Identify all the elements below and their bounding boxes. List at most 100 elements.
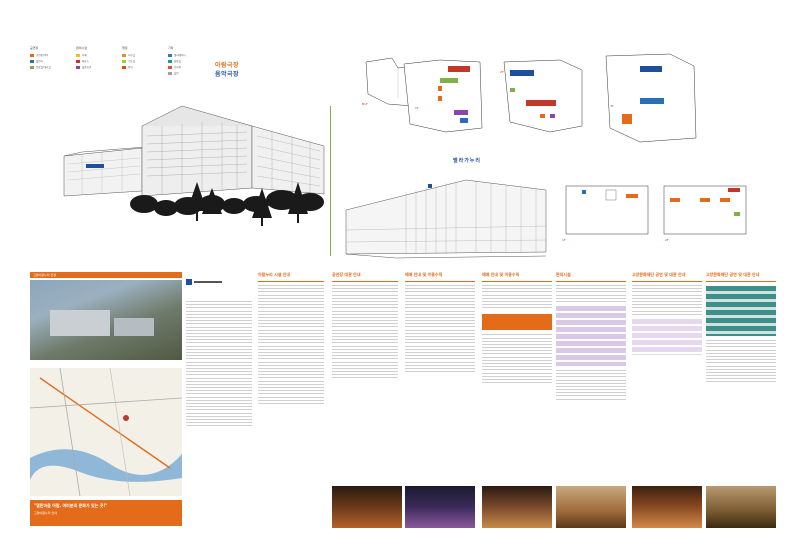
legend-swatch <box>30 53 34 57</box>
legend-item: 안내 <box>122 65 158 69</box>
panel-facilities-title: 아람누리 시설 안내 <box>258 272 291 277</box>
foundation-1-table <box>632 318 702 355</box>
concert-hall-photo-1 <box>332 486 402 528</box>
panel-facilities: 아람누리 시설 안내 <box>258 272 324 534</box>
legend-label: 화장실 <box>174 60 181 63</box>
theater-photo-5 <box>632 486 702 528</box>
panel-booking-2: 예매 안내 및 이용수칙 <box>482 272 552 534</box>
panel-rental: 공연장 대관 안내 <box>332 272 398 534</box>
floor-plan-aram-2f <box>663 185 747 235</box>
building-illustration <box>63 105 325 226</box>
label-arts-line-2: 음악극장 <box>214 71 240 78</box>
legend-item: 수유실 <box>122 59 158 63</box>
legend-label: 안내 <box>128 66 133 69</box>
panel-amenities: 편의시설 <box>556 272 626 534</box>
legend-swatch <box>30 59 34 63</box>
floor-label-2f: 2F <box>500 70 504 74</box>
panel-amenities-title: 편의시설 <box>556 272 571 277</box>
legend-swatch <box>168 53 172 57</box>
legend-swatch <box>76 53 80 57</box>
panel-foundation-1-title: 고양문화재단 공연 및 대관 안내 <box>632 272 686 277</box>
foundation-logo <box>186 279 222 285</box>
floor-label-3f: 3F <box>610 104 614 108</box>
legend-label: 흡연 <box>174 72 179 75</box>
aram-nuri-building-illustration <box>345 179 547 259</box>
theater-photo-4 <box>556 486 626 528</box>
legend-label: 출연자 <box>36 60 43 63</box>
panel-rental-title: 공연장 대관 안내 <box>332 272 361 277</box>
floor-label-1f: 1F <box>415 106 419 110</box>
legend-label: 공연장/객석 <box>36 54 49 57</box>
cover-quote-box: "열린마음 아람, 여러분의 문화가 있는 곳!" 고양아람누리 안내 <box>30 500 182 526</box>
cover-aerial-photo <box>30 280 182 360</box>
legend-swatch <box>76 65 80 69</box>
legend-item: 분장실/대기실 <box>30 65 66 69</box>
legend-item: 사무실 <box>122 53 158 57</box>
legend-item: 매표소 <box>76 59 112 63</box>
floor-plan-3f <box>605 53 697 143</box>
legend-label: 물품보관 <box>82 66 92 69</box>
legend-item: 물품보관 <box>76 65 112 69</box>
floor-plan-1f <box>403 59 483 133</box>
legend-swatch <box>122 65 126 69</box>
panel-foundation-2: 고양문화재단 공연 및 대관 안내 <box>706 272 776 534</box>
theater-photo-6 <box>706 486 776 528</box>
legend-heading: 기타 <box>168 46 174 50</box>
cover-map <box>29 367 183 497</box>
panel-booking-1-title: 예매 안내 및 이용수칙 <box>405 272 443 277</box>
legend-label: 카페 <box>82 54 87 57</box>
panel-intro <box>186 272 252 534</box>
floor-plan-2f <box>503 59 583 133</box>
rental-text-block <box>332 285 398 379</box>
floor-label-b1: B1F <box>362 102 368 106</box>
cover-quote: "열린마음 아람, 여러분의 문화가 있는 곳!" <box>34 503 108 508</box>
concert-hall-photo-3 <box>482 486 552 528</box>
legend-label: 주차장 <box>174 66 181 69</box>
legend-swatch <box>168 65 172 69</box>
legend-label: 사무실 <box>128 54 135 57</box>
legend-label: 엘리베이터 <box>174 54 186 57</box>
legend-item: 출연자 <box>30 59 66 63</box>
foundation-2-text-block <box>706 340 776 383</box>
legend-item: 주차장 <box>168 65 204 69</box>
legend-swatch <box>122 59 126 63</box>
aram-nuri-label: 벨라가누리 <box>453 158 482 164</box>
panel-foundation-2-title: 고양문화재단 공연 및 대관 안내 <box>706 272 760 277</box>
floor-label-aram-1f: 1F <box>562 238 566 242</box>
foundation-1-text-block <box>632 285 702 315</box>
foundation-2-table <box>706 286 776 336</box>
legend-heading: 편의시설 <box>76 46 88 50</box>
panel-foundation-1: 고양문화재단 공연 및 대관 안내 <box>632 272 702 534</box>
aram-theater-label: 아람극장 음악극장 <box>197 60 257 78</box>
panel-booking-2-title: 예매 안내 및 이용수칙 <box>482 272 520 277</box>
legend-heading: 행정 <box>122 46 128 50</box>
legend-label: 분장실/대기실 <box>36 66 51 69</box>
legend-swatch <box>76 59 80 63</box>
legend-label: 수유실 <box>128 60 135 63</box>
legend-item: 화장실 <box>168 59 204 63</box>
legend-item: 흡연 <box>168 71 204 75</box>
green-divider <box>330 106 331 256</box>
legend-swatch <box>168 59 172 63</box>
legend-swatch <box>30 65 34 69</box>
legend-item: 엘리베이터 <box>168 53 204 57</box>
legend-heading: 공연장 <box>30 46 39 50</box>
legend-item: 카페 <box>76 53 112 57</box>
label-arts-line-1: 아람극장 <box>214 62 240 69</box>
facilities-text-block <box>258 285 324 404</box>
booking-2-text-block <box>482 285 552 309</box>
panel-booking-1: 예매 안내 및 이용수칙 <box>405 272 475 534</box>
floor-label-aram-2f: 2F <box>665 238 669 242</box>
booking-1-text-block <box>405 285 475 373</box>
floor-plan-aram-1f <box>565 185 649 235</box>
amenities-text-block <box>556 285 626 302</box>
cover-panel: 고양아람누리 전경 "열린마음 아람, 여러분의 문화가 있는 곳!" 고양아람… <box>29 272 183 534</box>
intro-text-block <box>186 301 252 427</box>
concert-hall-photo-2 <box>405 486 475 528</box>
